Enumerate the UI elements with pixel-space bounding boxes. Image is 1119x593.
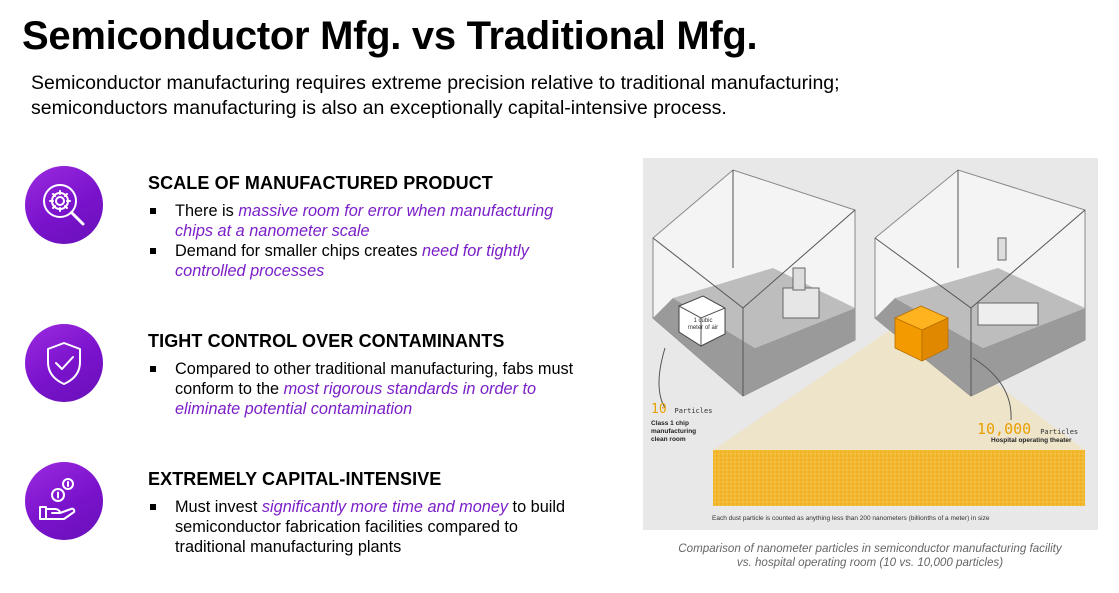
section-bullets-scale: There is massive room for error when man… (148, 201, 588, 281)
cleanroom-comparison-figure: 1 cubic meter of air 10 Particles Class … (643, 158, 1098, 530)
particle-cube (894, 305, 949, 362)
bullet-highlight: significantly more time and money (261, 498, 509, 516)
left-room-label: Class 1 chip manufacturing clean room (651, 420, 696, 444)
section-bullets-contaminants: Compared to other traditional manufactur… (148, 359, 588, 419)
bullet-item: There is massive room for error when man… (148, 201, 588, 241)
section-title-capital: EXTREMELY CAPITAL-INTENSIVE (148, 469, 442, 489)
bullet-item: Compared to other traditional manufactur… (148, 359, 588, 419)
subtitle-line: Semiconductor manufacturing requires ext… (31, 72, 840, 94)
right-label-line: Hospital operating theater (991, 437, 1072, 444)
right-room-label: Hospital operating theater (991, 437, 1072, 445)
page-title: Semiconductor Mfg. vs Traditional Mfg. (22, 14, 758, 58)
cube-label-line: meter of air (687, 325, 719, 331)
bullet-item: Demand for smaller chips creates need fo… (148, 241, 588, 281)
left-count-unit: Particles (674, 407, 713, 415)
bullet-text: Compared to other traditional manufactur… (175, 360, 574, 398)
figure-footnote: Each dust particle is counted as anythin… (712, 515, 990, 522)
left-particle-count: 10 Particles (651, 402, 712, 417)
left-label-line: Class 1 chip (651, 420, 689, 427)
page-subtitle: Semiconductor manufacturing requires ext… (31, 71, 1101, 121)
particle-grid (713, 450, 1085, 506)
bullet-highlight: need for tightly controlled processes (175, 242, 529, 280)
left-label-line: manufacturing (651, 428, 697, 435)
section-title-contaminants: TIGHT CONTROL OVER CONTAMINANTS (148, 331, 505, 351)
caption-line: vs. hospital operating room (10 vs. 10,0… (736, 556, 1004, 569)
bullet-highlight: most rigorous standards in order to elim… (175, 380, 537, 418)
arrow-left (658, 347, 666, 409)
bullet-text: to build semiconductor fabrication facil… (175, 498, 566, 556)
bullet-item: Must invest significantly more time and … (148, 497, 588, 557)
right-particle-count: 10,000 Particles (977, 420, 1078, 438)
left-count-value: 10 (651, 402, 667, 417)
right-count-value: 10,000 (977, 420, 1032, 438)
shield-check-icon (25, 324, 103, 402)
clean-room-left (652, 169, 856, 397)
bullet-text: Must invest (175, 498, 262, 516)
bullet-text: There is (175, 202, 239, 220)
gear-magnifier-icon (25, 166, 103, 244)
arrow-right (972, 357, 1012, 421)
figure-caption: Comparison of nanometer particles in sem… (645, 542, 1095, 570)
rooms-illustration (652, 169, 1086, 506)
section-title-scale: SCALE OF MANUFACTURED PRODUCT (148, 173, 493, 193)
caption-line: Comparison of nanometer particles in sem… (678, 542, 1062, 555)
right-count-unit: Particles (1040, 428, 1079, 436)
section-bullets-capital: Must invest significantly more time and … (148, 497, 588, 557)
hand-coins-icon (25, 462, 103, 540)
left-label-line: clean room (651, 436, 686, 443)
bullet-text: Demand for smaller chips creates (175, 242, 423, 260)
cone-shape (713, 328, 1085, 450)
bullet-highlight: massive room for error when manufacturin… (175, 202, 554, 240)
subtitle-line: semiconductors manufacturing is also an … (31, 97, 727, 119)
cube-label-line: 1 cubic (693, 318, 713, 324)
cube-label: 1 cubic meter of air (683, 318, 723, 332)
